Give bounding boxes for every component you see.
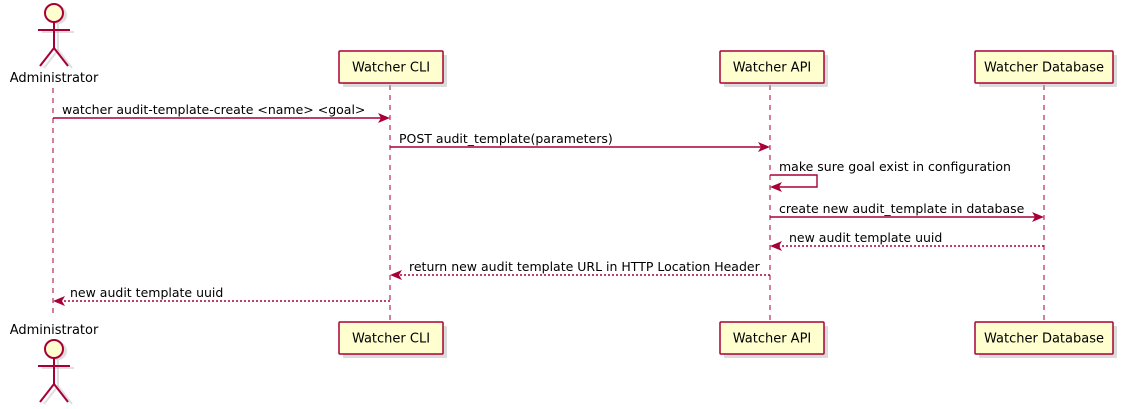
arrowhead-icon [378,113,390,123]
participant-label-watcher-cli: Watcher CLI [352,332,430,347]
participant-watcher-cli-top[interactable]: Watcher CLI [338,50,447,87]
participant-watcher-database-bottom[interactable]: Watcher Database [974,321,1117,358]
arrowhead-icon [390,270,402,280]
participant-watcher-database-top[interactable]: Watcher Database [974,50,1117,87]
participant-box [719,50,825,84]
actor-leg-right-icon [53,383,69,403]
participant-label-watcher-database: Watcher Database [984,332,1104,347]
participant-watcher-api-bottom[interactable]: Watcher API [719,321,828,358]
participant-box [338,321,444,355]
actor-label-administrator-top: Administrator [10,71,99,86]
participant-label-watcher-database: Watcher Database [984,61,1104,76]
participant-label-watcher-cli: Watcher CLI [352,61,430,76]
message-label: return new audit template URL in HTTP Lo… [409,259,761,274]
participant-box [974,50,1114,84]
participant-box [974,321,1114,355]
arrowhead-icon [770,182,782,192]
message-2-post-audit-template[interactable]: POST audit_template(parameters) [390,131,770,152]
arrowhead-icon [1032,212,1044,222]
message-5-new-audit-template-uuid-db[interactable]: new audit template uuid [770,230,1044,251]
message-4-create-new-audit-template[interactable]: create new audit_template in database [770,201,1044,222]
participant-box [719,321,825,355]
participant-label-watcher-api: Watcher API [733,332,812,347]
message-label: create new audit_template in database [779,201,1025,216]
actor-leg-right-icon [53,47,69,67]
participant-watcher-cli-bottom[interactable]: Watcher CLI [338,321,447,358]
actor-head-icon [44,3,64,23]
message-label: POST audit_template(parameters) [399,131,613,146]
message-6-return-audit-template-url[interactable]: return new audit template URL in HTTP Lo… [390,259,770,280]
participant-watcher-api-top[interactable]: Watcher API [719,50,828,87]
actor-label-administrator-bottom: Administrator [10,323,99,338]
message-label: new audit template uuid [70,285,223,300]
message-7-new-audit-template-uuid-cli[interactable]: new audit template uuid [53,285,390,306]
actor-head-icon [44,339,64,359]
message-label: watcher audit-template-create <name> <go… [62,102,365,117]
message-label: new audit template uuid [789,230,942,245]
arrowhead-icon [758,142,770,152]
message-3-make-sure-goal-exist[interactable]: make sure goal exist in configuration [770,159,1011,192]
actor-administrator-top[interactable]: Administrator [10,3,99,86]
message-label: make sure goal exist in configuration [779,159,1011,174]
actor-leg-left-icon [39,47,55,67]
actor-administrator-bottom[interactable]: Administrator [10,323,99,405]
participant-label-watcher-api: Watcher API [733,61,812,76]
actor-leg-left-icon [39,383,55,403]
arrowhead-icon [53,296,65,306]
participant-box [338,50,444,84]
message-self-loop [770,174,818,188]
lifelines-group [52,85,1045,322]
message-1-watcher-audit-template-create[interactable]: watcher audit-template-create <name> <go… [53,102,390,123]
arrowhead-icon [770,241,782,251]
